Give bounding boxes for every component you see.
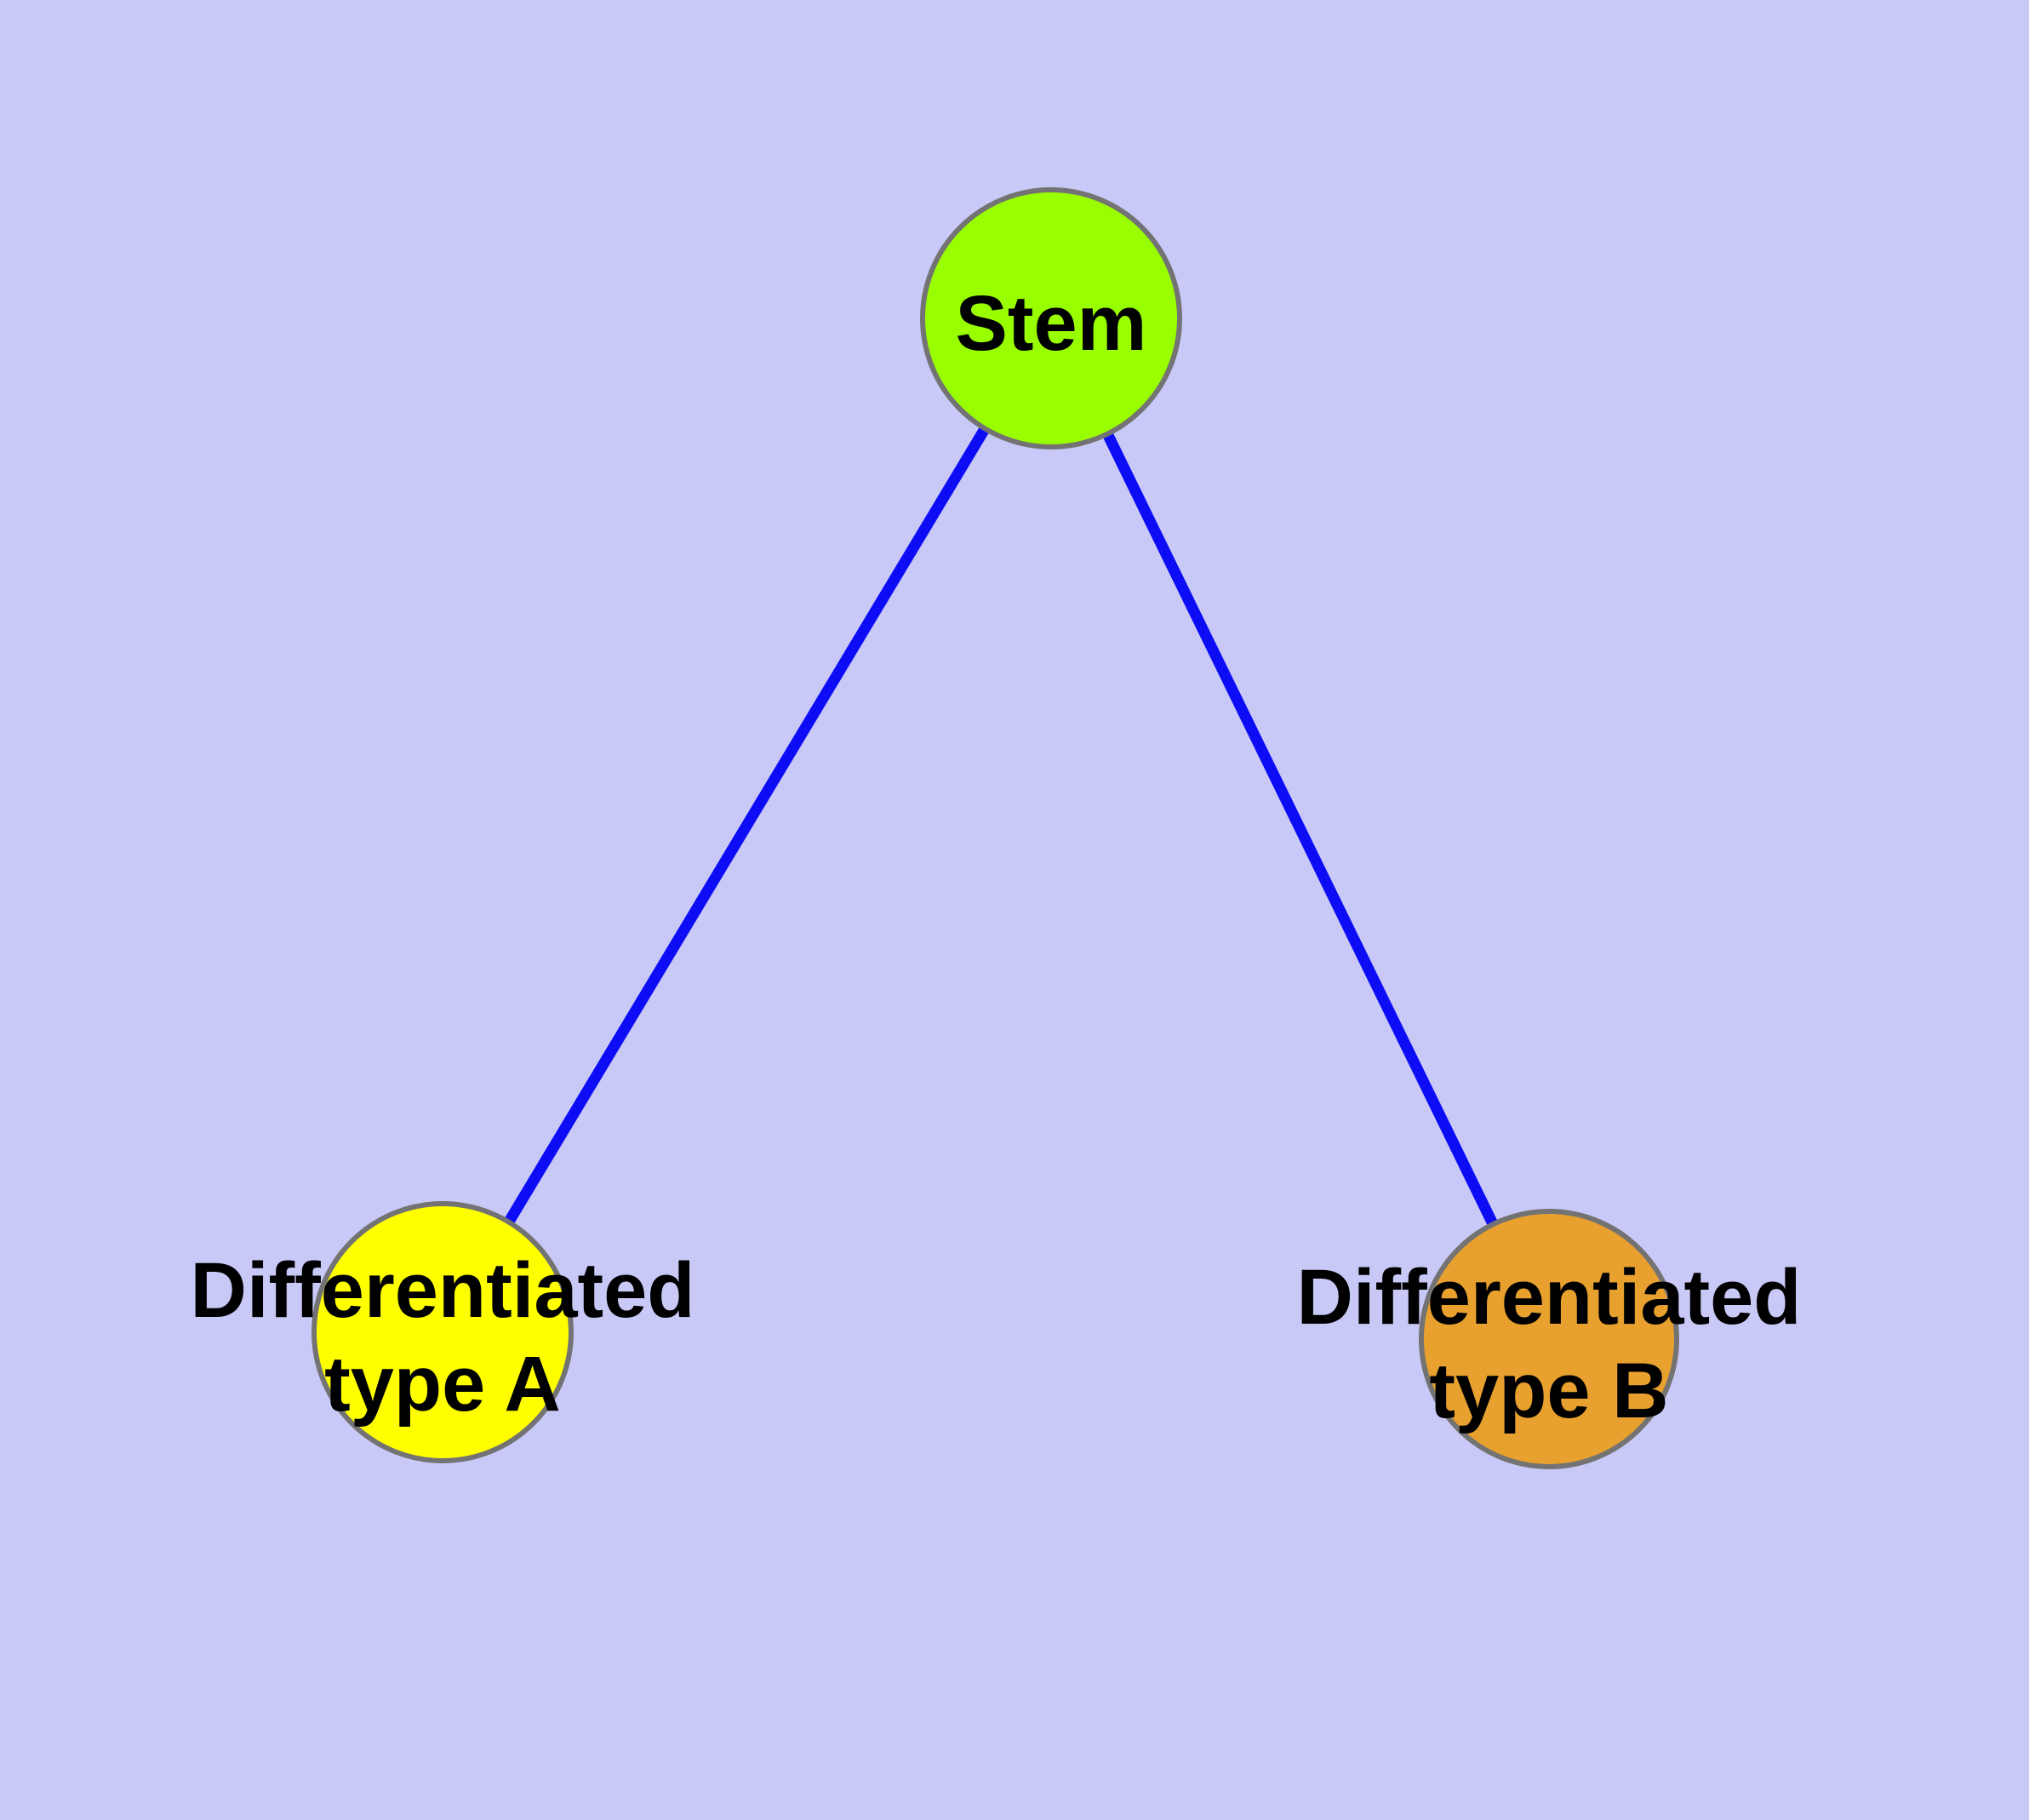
edge-stem-to-differentiated-type-b	[1046, 316, 1554, 1342]
nodes-layer	[311, 187, 1679, 1469]
node-label-differentiated-type-a-line-1: type A	[324, 1341, 561, 1428]
edge-stem-to-differentiated-type-a	[437, 315, 1056, 1336]
node-label-differentiated-type-b-line-1: type B	[1429, 1348, 1668, 1434]
node-circle-differentiated-type-a	[311, 1201, 574, 1463]
node-circle-stem	[920, 187, 1182, 449]
node-label-stem-line-0: Stem	[956, 280, 1147, 367]
edges-layer	[437, 315, 1554, 1342]
node-circle-differentiated-type-b	[1419, 1209, 1679, 1469]
node-label-differentiated-type-a-line-0: Differentiated	[191, 1247, 695, 1334]
node-label-differentiated-type-b-line-0: Differentiated	[1297, 1254, 1802, 1341]
